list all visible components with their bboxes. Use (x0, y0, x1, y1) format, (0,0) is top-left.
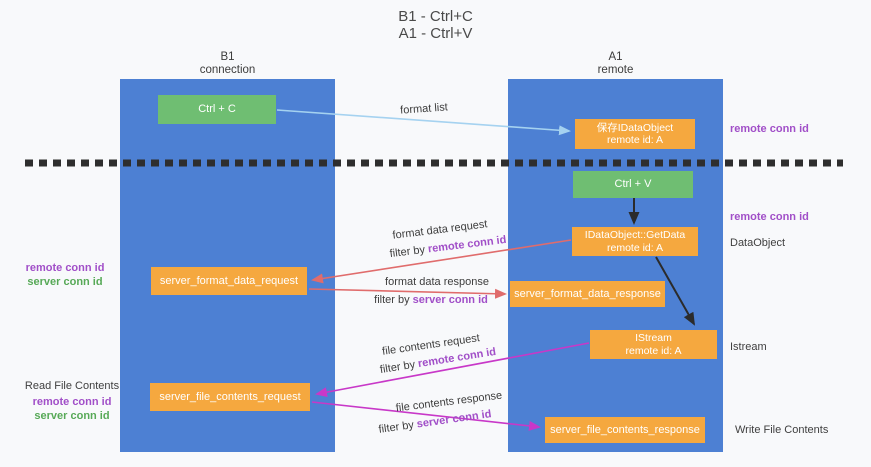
node-ctrl-v-label: Ctrl + V (614, 178, 652, 191)
node-istream: IStream remote id: A (590, 330, 717, 359)
filter-by-text: filter by (377, 419, 415, 436)
node-ctrl-v: Ctrl + V (573, 171, 693, 198)
right-remote-conn-id-1: remote conn id (730, 123, 809, 135)
left-server-conn-id-2: server conn id (34, 410, 110, 422)
lifeline-header-b1: B1 connection (120, 51, 335, 77)
left-read-file-contents-group: Read File Contents remote conn id server… (12, 379, 132, 423)
edge-label-filter-server-1: filter by server conn id (374, 294, 488, 306)
edge-label-filter-server-2: filter by server conn id (378, 408, 492, 436)
diagram-title: B1 - Ctrl+C A1 - Ctrl+V (0, 8, 871, 42)
node-ctrl-c: Ctrl + C (158, 95, 276, 124)
server-conn-id-text: server conn id (412, 294, 488, 306)
node-save-idataobject-line1: 保存IDataObject (596, 121, 674, 134)
node-server-format-data-request-label: server_format_data_request (159, 274, 299, 287)
right-remote-conn-id-2: remote conn id (730, 211, 809, 223)
lifeline-header-a1: A1 remote (508, 51, 723, 77)
format-data-response-text: format data response (385, 276, 489, 288)
node-ctrl-c-label: Ctrl + C (198, 103, 236, 116)
lifeline-a1-role: remote (597, 64, 634, 76)
left-remote-conn-id-2: remote conn id (32, 396, 112, 408)
left-conn-id-labels-format: remote conn id server conn id (10, 261, 120, 289)
lifeline-b1-name: B1 (220, 51, 235, 63)
node-istream-line2: remote id: A (625, 344, 682, 357)
dataobject-label: DataObject (730, 237, 786, 249)
lifeline-a1-name: A1 (608, 51, 623, 63)
server-conn-id-text: server conn id (416, 408, 493, 431)
node-server-format-data-response: server_format_data_response (510, 281, 665, 307)
write-file-contents-label: Write File Contents (735, 424, 829, 436)
istream-label: Istream (730, 341, 767, 353)
node-save-idataobject: 保存IDataObject remote id: A (575, 119, 695, 149)
node-getdata-line2: remote id: A (606, 241, 664, 254)
node-server-file-contents-response-label: server_file_contents_response (550, 423, 700, 436)
node-server-file-contents-response: server_file_contents_response (545, 417, 705, 443)
node-idataobject-getdata: IDataObject::GetData remote id: A (572, 227, 698, 256)
remote-conn-id-text: remote conn id (427, 233, 507, 256)
node-istream-line1: IStream (635, 332, 672, 344)
lifeline-b1-role: connection (199, 64, 256, 76)
filter-by-text: filter by (374, 294, 410, 306)
filter-by-text: filter by (389, 243, 426, 261)
node-server-file-contents-request: server_file_contents_request (150, 383, 310, 411)
read-file-contents-label: Read File Contents (24, 380, 120, 392)
left-server-conn-id-1: server conn id (27, 276, 103, 288)
edge-label-format-data-response: format data response (385, 276, 489, 288)
node-getdata-line1: IDataObject::GetData (584, 229, 686, 241)
node-save-idataobject-line2: remote id: A (606, 134, 664, 146)
node-server-format-data-response-label: server_format_data_response (514, 287, 661, 300)
filter-by-text: filter by (379, 358, 417, 377)
title-line-b1: B1 - Ctrl+C (398, 8, 473, 25)
title-line-a1: A1 - Ctrl+V (398, 25, 473, 42)
edge-label-format-list: format list (400, 101, 448, 116)
node-server-file-contents-request-label: server_file_contents_request (159, 390, 301, 403)
node-server-format-data-request: server_format_data_request (151, 267, 307, 295)
format-list-text: format list (399, 101, 449, 117)
left-remote-conn-id-1: remote conn id (25, 262, 105, 274)
